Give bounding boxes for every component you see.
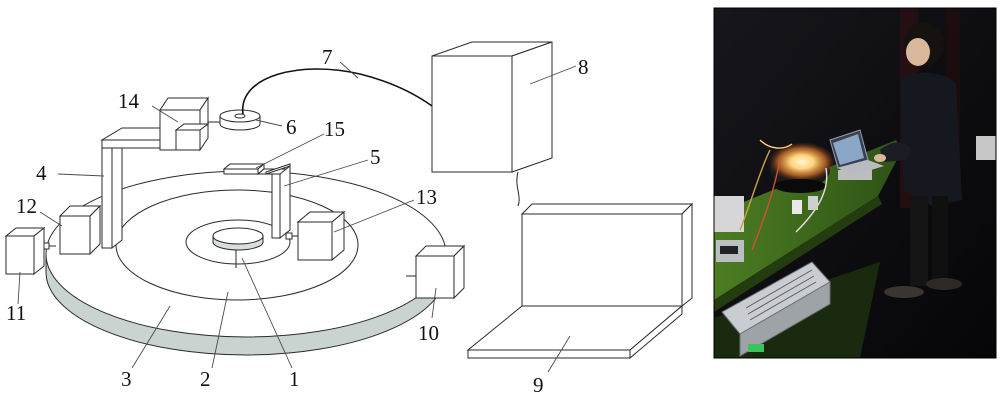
label-5: 5 — [370, 145, 381, 169]
device-14 — [159, 96, 222, 152]
inner-ring — [185, 219, 291, 265]
label-15: 15 — [324, 117, 345, 141]
lab-photo — [713, 7, 997, 359]
label-9: 9 — [533, 373, 544, 397]
box-8 — [431, 41, 553, 207]
label-3: 3 — [121, 367, 132, 391]
arm-5 — [222, 162, 291, 240]
schematic: 1 2 3 4 5 6 7 8 9 10 11 12 13 14 15 — [4, 41, 694, 397]
label-13: 13 — [416, 185, 437, 209]
base-platform — [45, 170, 447, 356]
device-12 — [58, 204, 102, 256]
device-13 — [285, 210, 346, 262]
device-10 — [406, 244, 466, 300]
cable-7 — [242, 68, 433, 115]
coil-6 — [219, 109, 261, 131]
label-6: 6 — [286, 115, 297, 139]
label-4: 4 — [36, 161, 47, 185]
labels: 1 2 3 4 5 6 7 8 9 10 11 12 13 14 15 — [6, 45, 589, 397]
label-1: 1 — [289, 367, 300, 391]
label-10: 10 — [418, 321, 439, 345]
label-7: 7 — [322, 45, 333, 69]
label-8: 8 — [578, 55, 589, 79]
label-12: 12 — [16, 194, 37, 218]
label-2: 2 — [200, 367, 211, 391]
leader-lines — [17, 61, 577, 373]
label-14: 14 — [118, 89, 140, 113]
laptop-9 — [466, 202, 694, 360]
label-11: 11 — [6, 301, 26, 325]
person — [874, 22, 962, 298]
